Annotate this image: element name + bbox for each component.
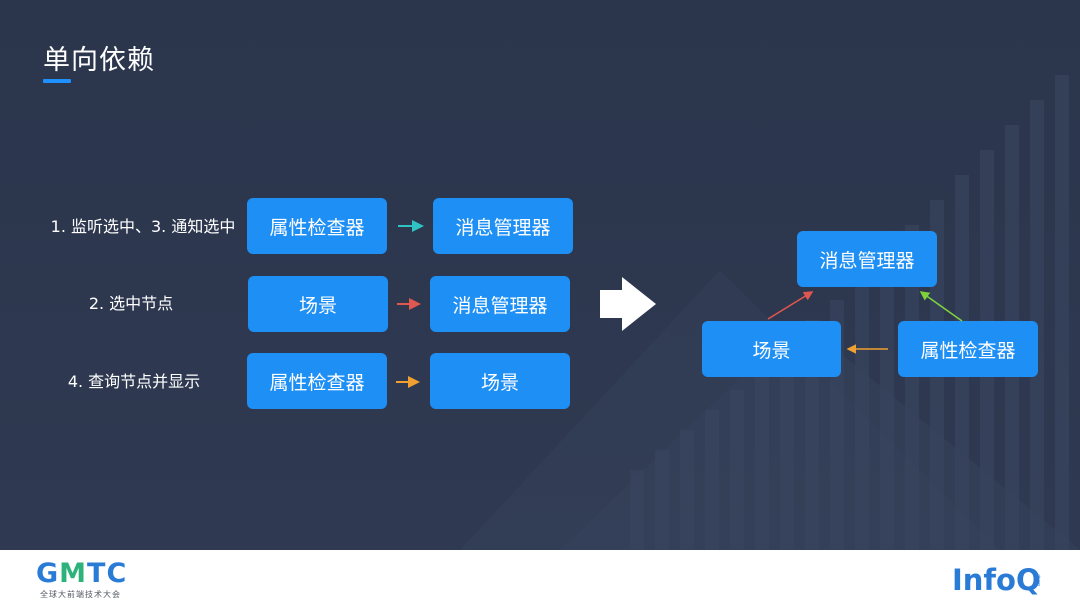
slide-title: 单向依赖 — [43, 45, 155, 76]
row3-inspector-node: 属性检查器 — [247, 353, 387, 409]
gmtc-logo-m: M — [59, 558, 88, 589]
row1-manager-node: 消息管理器 — [433, 198, 573, 254]
row2-scene-node: 场景 — [248, 276, 388, 332]
title-underline — [43, 79, 71, 83]
gmtc-logo-word: GMTC — [36, 560, 130, 588]
infoq-logo: InfoQ — [952, 563, 1041, 597]
row2-manager-node: 消息管理器 — [430, 276, 570, 332]
result-manager-node: 消息管理器 — [797, 231, 937, 287]
slide-canvas: 单向依赖 1. 监听选中、3. 通知选中 属性检查器 消息管理器 2. 选中节点… — [0, 0, 1080, 550]
result-inspector-node: 属性检查器 — [898, 321, 1038, 377]
gmtc-logo-subtitle: 全球大前端技术大会 — [40, 590, 121, 599]
gmtc-logo-g: G — [36, 558, 60, 589]
row-label-2: 2. 选中节点 — [88, 294, 174, 313]
gmtc-logo-tc: TC — [87, 558, 128, 589]
background-decoration — [460, 75, 1080, 550]
row3-scene-node: 场景 — [430, 353, 570, 409]
row-label-3: 4. 查询节点并显示 — [67, 372, 201, 391]
row-label-1: 1. 监听选中、3. 通知选中 — [50, 217, 236, 236]
footer-bar — [0, 550, 1080, 608]
infoq-logo-subtitle: 中国 — [1033, 574, 1040, 587]
gmtc-logo: GMTC 全球大前端技术大会 — [36, 560, 130, 602]
row1-inspector-node: 属性检查器 — [247, 198, 387, 254]
result-scene-node: 场景 — [702, 321, 841, 377]
